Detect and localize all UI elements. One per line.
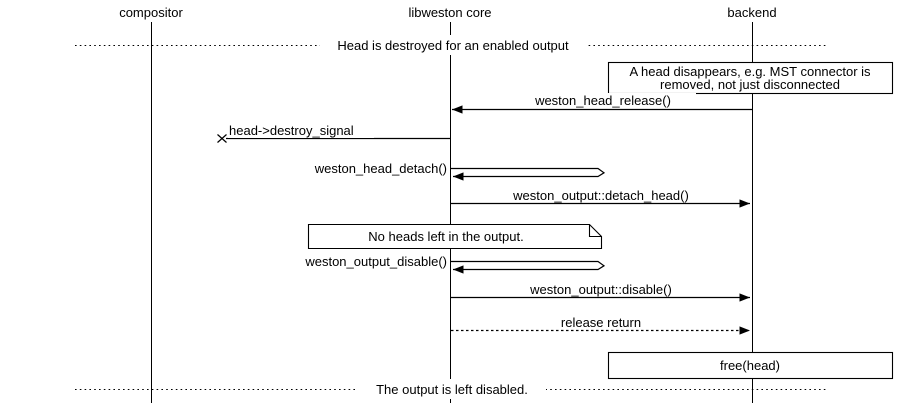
message-weston-output-disable-label-bg (510, 282, 694, 296)
message-head-destroy-signal-label: head->destroy_signal (229, 123, 354, 138)
lifeline-label-libweston-core: libweston core (408, 5, 491, 20)
message-weston-output-disable-self-loop (451, 260, 606, 274)
divider-bottom: The output is left disabled. (75, 379, 826, 399)
message-head-destroy-signal: head->destroy_signal (217, 123, 450, 143)
note-no-heads-left-text: No heads left in the output. (368, 229, 523, 244)
message-release-return-label-bg (547, 315, 657, 329)
message-weston-output-detach-head-label: weston_output::detach_head() (512, 188, 689, 203)
message-weston-output-detach-head: weston_output::detach_head() (451, 188, 750, 208)
message-weston-head-release: weston_head_release() (452, 93, 752, 114)
divider-top: Head is destroyed for an enabled output (75, 35, 826, 55)
note-no-heads-left-fold-icon (588, 224, 602, 238)
note-free-head-box (607, 351, 894, 380)
message-release-return: release return (451, 315, 750, 335)
lifeline-label-backend: backend (727, 5, 776, 20)
divider-top-label-bg (320, 35, 586, 55)
message-weston-head-detach: weston_head_detach() (314, 161, 606, 181)
lifeline-header-libweston-core: libweston core (408, 5, 492, 403)
message-weston-output-detach-head-label-bg (494, 188, 708, 202)
note-free-head-text: free(head) (720, 358, 780, 373)
message-weston-output-disable-self-label: weston_output_disable() (304, 254, 447, 269)
divider-bottom-label: The output is left disabled. (376, 382, 528, 397)
note-no-heads-left: No heads left in the output. (307, 223, 603, 250)
message-weston-output-disable-self: weston_output_disable() (304, 254, 606, 274)
note-mst-connector-box (607, 61, 894, 95)
note-free-head: free(head) (607, 351, 894, 380)
message-head-destroy-signal-lost-x-icon (217, 134, 227, 143)
message-weston-head-release-label-bg (512, 93, 696, 108)
message-weston-head-detach-label: weston_head_detach() (314, 161, 447, 176)
message-weston-head-release-label: weston_head_release() (534, 93, 671, 108)
note-mst-connector-line-1: A head disappears, e.g. MST connector is (629, 64, 871, 79)
note-mst-connector: A head disappears, e.g. MST connector is… (607, 61, 894, 95)
message-weston-head-detach-self-loop (451, 167, 606, 181)
message-weston-output-disable-label: weston_output::disable() (529, 282, 672, 297)
note-mst-connector-line-2: removed, not just disconnected (660, 77, 840, 92)
lifeline-header-compositor: compositor (119, 5, 183, 403)
message-weston-output-disable: weston_output::disable() (451, 282, 750, 302)
divider-top-label: Head is destroyed for an enabled output (337, 38, 569, 53)
divider-bottom-label-bg (358, 379, 546, 399)
lifeline-label-compositor: compositor (119, 5, 183, 20)
message-head-destroy-signal-label-bg (228, 123, 374, 138)
note-no-heads-left-box (307, 223, 603, 250)
message-release-return-label: release return (561, 315, 641, 330)
